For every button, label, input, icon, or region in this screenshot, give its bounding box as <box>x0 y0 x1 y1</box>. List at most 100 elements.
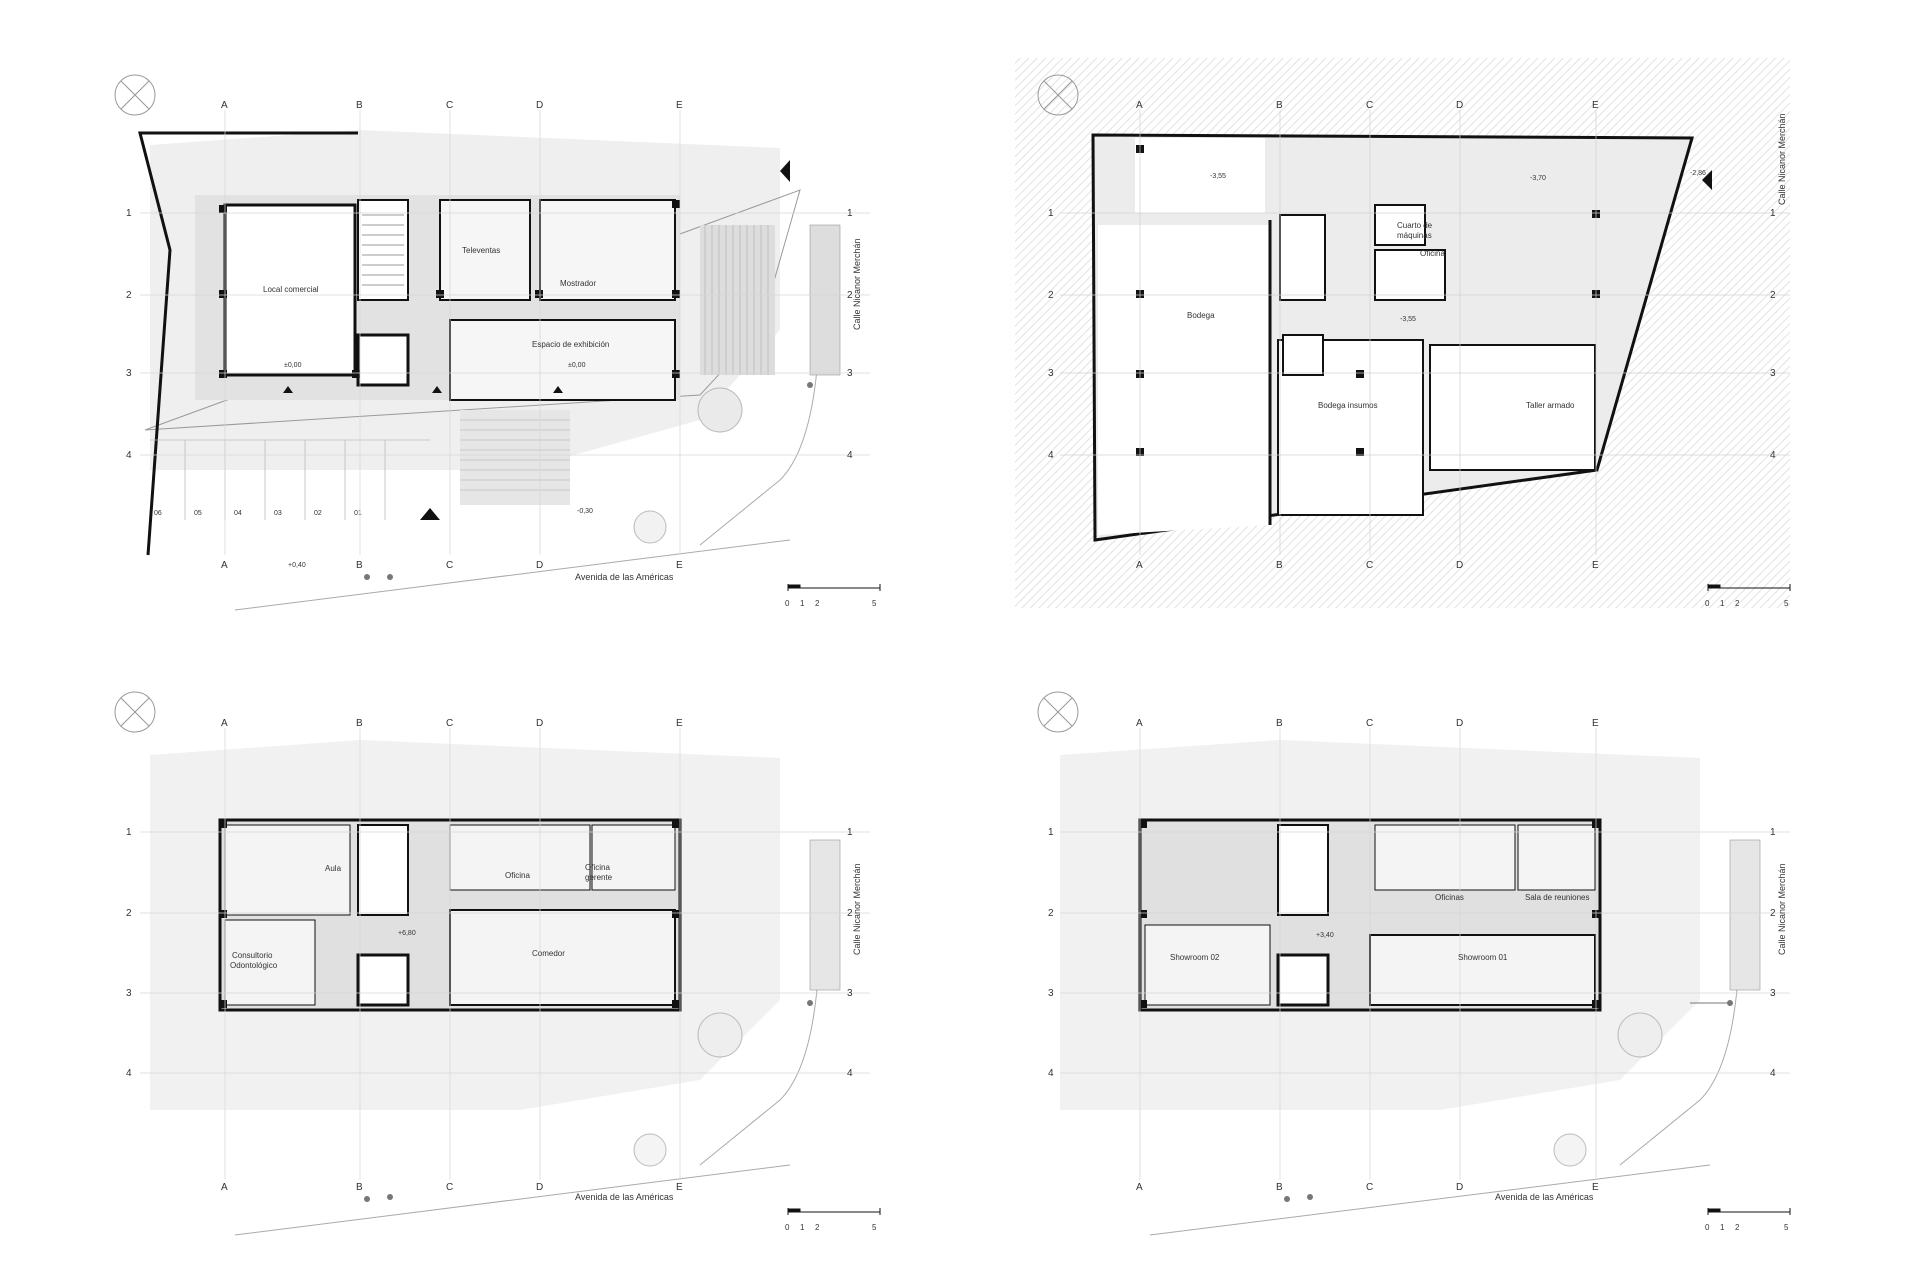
grid-label: 1 <box>126 827 132 838</box>
grid-label: B <box>356 718 363 729</box>
grid-label: 1 <box>847 827 853 838</box>
room-label: Televentas <box>462 246 500 255</box>
grid-label: 2 <box>1048 290 1054 301</box>
grid-label: E <box>676 100 683 111</box>
room-label: Showroom 01 <box>1458 953 1508 962</box>
level-mark: -3,55 <box>1400 316 1416 323</box>
grid-label: 3 <box>847 368 853 379</box>
grid-label: E <box>1592 718 1599 729</box>
grid-label: C <box>446 560 453 571</box>
scale-bar <box>1707 584 1791 591</box>
grid-label: A <box>221 100 228 111</box>
parking-number: 03 <box>274 510 282 517</box>
grid-label: E <box>676 1182 683 1193</box>
room-label: Oficina <box>505 871 530 880</box>
room-label: Espacio de exhibición <box>532 340 609 349</box>
stair-core <box>1277 824 1329 916</box>
room-taller-armado <box>1429 344 1596 471</box>
room-label: Bodega <box>1187 311 1215 320</box>
grid-label: D <box>1456 560 1463 571</box>
grid-label: 2 <box>1770 908 1776 919</box>
level-mark: -0,30 <box>577 508 593 515</box>
grid-label: 2 <box>1048 908 1054 919</box>
grid-label: 4 <box>126 450 132 461</box>
room-label: Odontológico <box>230 961 278 970</box>
grid-label: 4 <box>1048 1068 1054 1079</box>
grid-label: C <box>446 100 453 111</box>
room-label: Sala de reuniones <box>1525 893 1590 902</box>
street-name-right: Calle Nicanor Merchán <box>852 863 862 955</box>
grid-label: 1 <box>1048 827 1054 838</box>
grid-label: C <box>1366 1182 1373 1193</box>
column-icon <box>219 200 680 378</box>
grid-label: 3 <box>847 988 853 999</box>
grid-label: D <box>1456 100 1463 111</box>
room-aula <box>224 824 351 916</box>
room-label: máquinas <box>1397 231 1432 240</box>
grid-label: E <box>1592 100 1599 111</box>
street-name-bottom: Avenida de las Américas <box>575 572 674 582</box>
parking-number: 01 <box>354 510 362 517</box>
parking-number: 05 <box>194 510 202 517</box>
elevator-core <box>1282 334 1324 376</box>
room-label: Aula <box>325 864 342 873</box>
grid-label: B <box>1276 100 1283 111</box>
grid-label: C <box>446 1182 453 1193</box>
grid-label: 2 <box>1770 290 1776 301</box>
elevator-core <box>356 333 410 387</box>
room-label: Oficina <box>585 863 610 872</box>
first-floor-plan: A B C D E A B C D E 1 2 3 4 1 2 3 4 Aula… <box>114 691 881 1236</box>
grid-label: 1 <box>1770 827 1776 838</box>
tree-icon <box>633 1133 667 1167</box>
grid-label: A <box>1136 1182 1143 1193</box>
grid-label: B <box>356 100 363 111</box>
room-mostrador <box>539 199 676 301</box>
scale-number: 2 <box>815 599 820 608</box>
grid-label: E <box>676 718 683 729</box>
grid-label: 2 <box>126 290 132 301</box>
scale-number: 0 <box>1705 1223 1710 1232</box>
room-showroom-02 <box>1144 924 1271 1006</box>
level-mark: -2,86 <box>1690 170 1706 177</box>
tree-icon <box>1553 1133 1587 1167</box>
entrance-stairs <box>460 410 570 505</box>
entrance-arrow-icon <box>1702 170 1712 190</box>
grid-label: 4 <box>847 450 853 461</box>
parking-number: 04 <box>234 510 242 517</box>
level-mark: ±0,00 <box>568 362 586 369</box>
level-mark: -3,70 <box>1530 175 1546 182</box>
room-oficina <box>449 824 591 891</box>
street-name-right: Calle Nicanor Merchán <box>1777 113 1787 205</box>
room-showroom-01 <box>1369 934 1596 1006</box>
north-arrow-icon <box>114 74 156 116</box>
grid-label: 1 <box>126 208 132 219</box>
grid-label: 4 <box>1770 450 1776 461</box>
grid-label: C <box>1366 560 1373 571</box>
grid-label: B <box>1276 560 1283 571</box>
grid-label: 1 <box>1770 208 1776 219</box>
room-local-comercial <box>223 203 357 377</box>
grid-label: 4 <box>847 1068 853 1079</box>
scale-number: 5 <box>872 599 877 608</box>
scale-number: 5 <box>1784 599 1789 608</box>
grid-label: E <box>1592 1182 1599 1193</box>
room-bodega-top <box>1135 138 1265 213</box>
grid-label: 3 <box>126 368 132 379</box>
grid-label: A <box>221 718 228 729</box>
grid-label: 4 <box>1770 1068 1776 1079</box>
level-mark: +3,40 <box>1316 932 1334 939</box>
scale-number: 0 <box>785 599 790 608</box>
stair-core <box>357 199 409 301</box>
grid-label: B <box>356 560 363 571</box>
room-bodega <box>1098 225 1270 535</box>
grid-label: E <box>676 560 683 571</box>
grid-label: D <box>536 1182 543 1193</box>
ground-floor-plan: 06 05 04 03 02 01 <box>114 74 881 611</box>
grid-label: E <box>1592 560 1599 571</box>
north-arrow-icon <box>1037 691 1079 733</box>
grid-label: 2 <box>847 290 853 301</box>
grid-label: D <box>1456 1182 1463 1193</box>
room-label: gerente <box>585 873 613 882</box>
level-mark: +6,80 <box>398 930 416 937</box>
grid-label: 3 <box>126 988 132 999</box>
